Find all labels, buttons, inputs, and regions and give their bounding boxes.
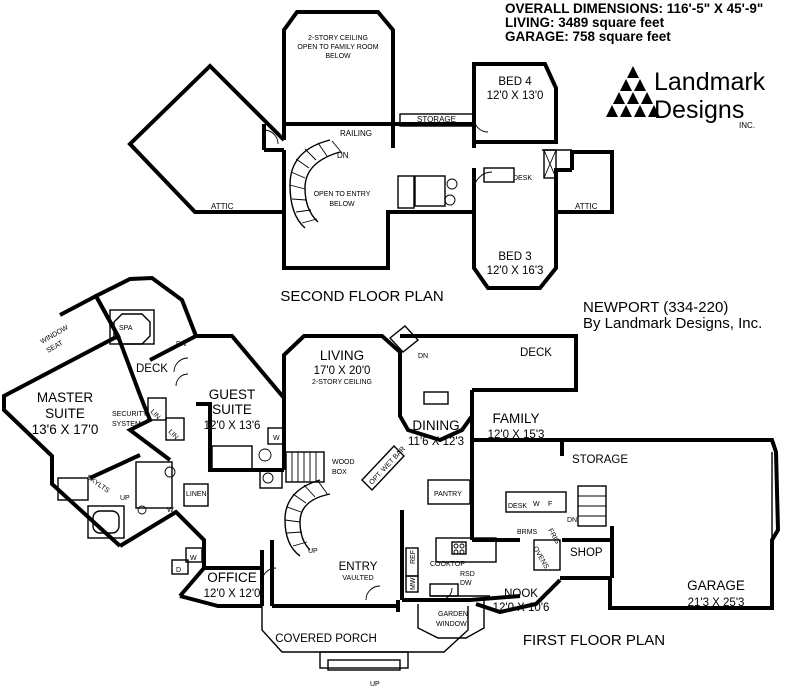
- w-master-label: W: [167, 507, 174, 514]
- up-porch-label: UP: [370, 681, 380, 688]
- storage-label: STORAGE: [572, 454, 628, 466]
- triangle-logo-icon: [606, 66, 660, 117]
- master-name: MASTER: [37, 390, 94, 405]
- ceiling-line1: 2-STORY CEILING: [308, 35, 368, 42]
- w-laundry-label: W: [190, 555, 197, 562]
- bed4-name: BED 4: [498, 76, 532, 88]
- ref-label: REF: [410, 550, 417, 564]
- linen-label: LINEN: [186, 491, 207, 498]
- wood-box-line1: WOOD: [332, 459, 355, 466]
- bed3-name: BED 3: [498, 251, 531, 263]
- nook-size: 12'0 X 10'6: [493, 602, 550, 614]
- storage-label-upper: STORAGE: [417, 115, 456, 124]
- family-name: FAMILY: [492, 411, 539, 426]
- entry-note: VAULTED: [342, 575, 373, 582]
- office-size: 12'0 X 12'0: [204, 588, 261, 600]
- spa-label: SPA: [119, 325, 133, 332]
- shop-label: SHOP: [570, 547, 603, 559]
- entry-name: ENTRY: [339, 561, 378, 573]
- up-bath-label: UP: [120, 495, 130, 502]
- guest-size: 12'0 X 13'6: [204, 420, 261, 432]
- open-entry-line1: OPEN TO ENTRY: [314, 191, 371, 198]
- dn-label-upper: DN: [337, 151, 349, 160]
- w-guest-label: W: [273, 435, 280, 442]
- porch-label: COVERED PORCH: [275, 633, 377, 645]
- first-floor-labels: SPA WINDOW SEAT DN DECK MASTER SUITE 13'…: [32, 324, 745, 688]
- dn-family-label: DN: [567, 517, 577, 524]
- pantry-label: PANTRY: [434, 491, 462, 498]
- landmark-logo: Landmark Designs INC.: [606, 66, 766, 130]
- plan-title: NEWPORT (334-220) By Landmark Designs, I…: [583, 299, 762, 332]
- living-name: LIVING: [320, 348, 364, 363]
- logo-suffix: INC.: [739, 121, 755, 130]
- brms-label: BRMS: [517, 529, 538, 536]
- dn-living-label: DN: [418, 353, 428, 360]
- overall-dimensions: OVERALL DIMENSIONS: 116'-5" X 45'-9": [505, 1, 763, 16]
- up-stair-label: UP: [308, 548, 318, 555]
- f-family-label: F: [548, 501, 552, 508]
- railing-label: RAILING: [340, 129, 372, 138]
- garden-line1: GARDEN: [438, 611, 468, 618]
- frig-label: FRIG: [546, 528, 560, 546]
- second-floor-plan: [127, 10, 614, 290]
- deck-right-label: DECK: [520, 347, 552, 359]
- dimensions-block: OVERALL DIMENSIONS: 116'-5" X 45'-9" LIV…: [505, 1, 763, 44]
- ceiling-line3: BELOW: [325, 53, 351, 60]
- dw-label: DW: [460, 580, 472, 587]
- first-floor-plan: [1, 275, 781, 671]
- plan-designer: By Landmark Designs, Inc.: [583, 315, 762, 332]
- rsd-label: RSD: [460, 571, 475, 578]
- family-size: 12'0 X 15'3: [488, 429, 545, 441]
- living-area: LIVING: 3489 square feet: [505, 15, 665, 30]
- nook-name: NOOK: [504, 588, 538, 600]
- logo-line1: Landmark: [654, 68, 766, 96]
- bed3-size: 12'0 X 16'3: [487, 265, 544, 277]
- attic-left-label: ATTIC: [211, 202, 234, 211]
- garage-size: 21'3 X 25'3: [688, 597, 745, 609]
- logo-line2: Designs: [654, 96, 744, 124]
- desk-label-upper: DESK: [513, 175, 532, 182]
- second-floor-title: SECOND FLOOR PLAN: [280, 288, 443, 305]
- plan-name: NEWPORT (334-220): [583, 299, 728, 316]
- master-size: 13'6 X 17'0: [32, 422, 99, 437]
- ceiling-line2: OPEN TO FAMILY ROOM: [297, 44, 378, 51]
- dn-spa-label: DN: [176, 341, 186, 348]
- garage-area: GARAGE: 758 square feet: [505, 29, 671, 44]
- attic-right-label: ATTIC: [575, 202, 598, 211]
- dining-size: 11'6 X 12'3: [408, 436, 464, 448]
- wood-box-line2: BOX: [332, 469, 347, 476]
- w-family-label: W: [533, 501, 540, 508]
- security-line2: SYSTEM: [112, 421, 141, 428]
- deck-left-label: DECK: [136, 363, 168, 375]
- garage-name: GARAGE: [687, 578, 745, 593]
- garden-line2: WINDOW: [436, 621, 467, 628]
- d-laundry-label: D: [176, 567, 181, 574]
- living-size: 17'0 X 20'0: [314, 365, 371, 377]
- open-entry-line2: BELOW: [329, 201, 355, 208]
- first-floor-title: FIRST FLOOR PLAN: [523, 632, 665, 649]
- bed4-size: 12'0 X 13'0: [487, 90, 544, 102]
- skylts-label: SKYLTS: [85, 474, 111, 495]
- guest-name2: SUITE: [212, 402, 252, 417]
- lin2-label: LIN: [167, 428, 180, 441]
- security-line1: SECURITY: [112, 411, 148, 418]
- living-note: 2-STORY CEILING: [312, 379, 372, 386]
- office-name: OFFICE: [207, 570, 257, 585]
- desk-label: DESK: [508, 503, 527, 510]
- mw-label: MW: [410, 577, 417, 590]
- cooktop-label: COOKTOP: [430, 561, 465, 568]
- master-name2: SUITE: [45, 406, 85, 421]
- guest-name: GUEST: [209, 387, 256, 402]
- dining-name: DINING: [412, 418, 459, 433]
- second-floor-labels: 2-STORY CEILING OPEN TO FAMILY ROOM BELO…: [211, 35, 598, 305]
